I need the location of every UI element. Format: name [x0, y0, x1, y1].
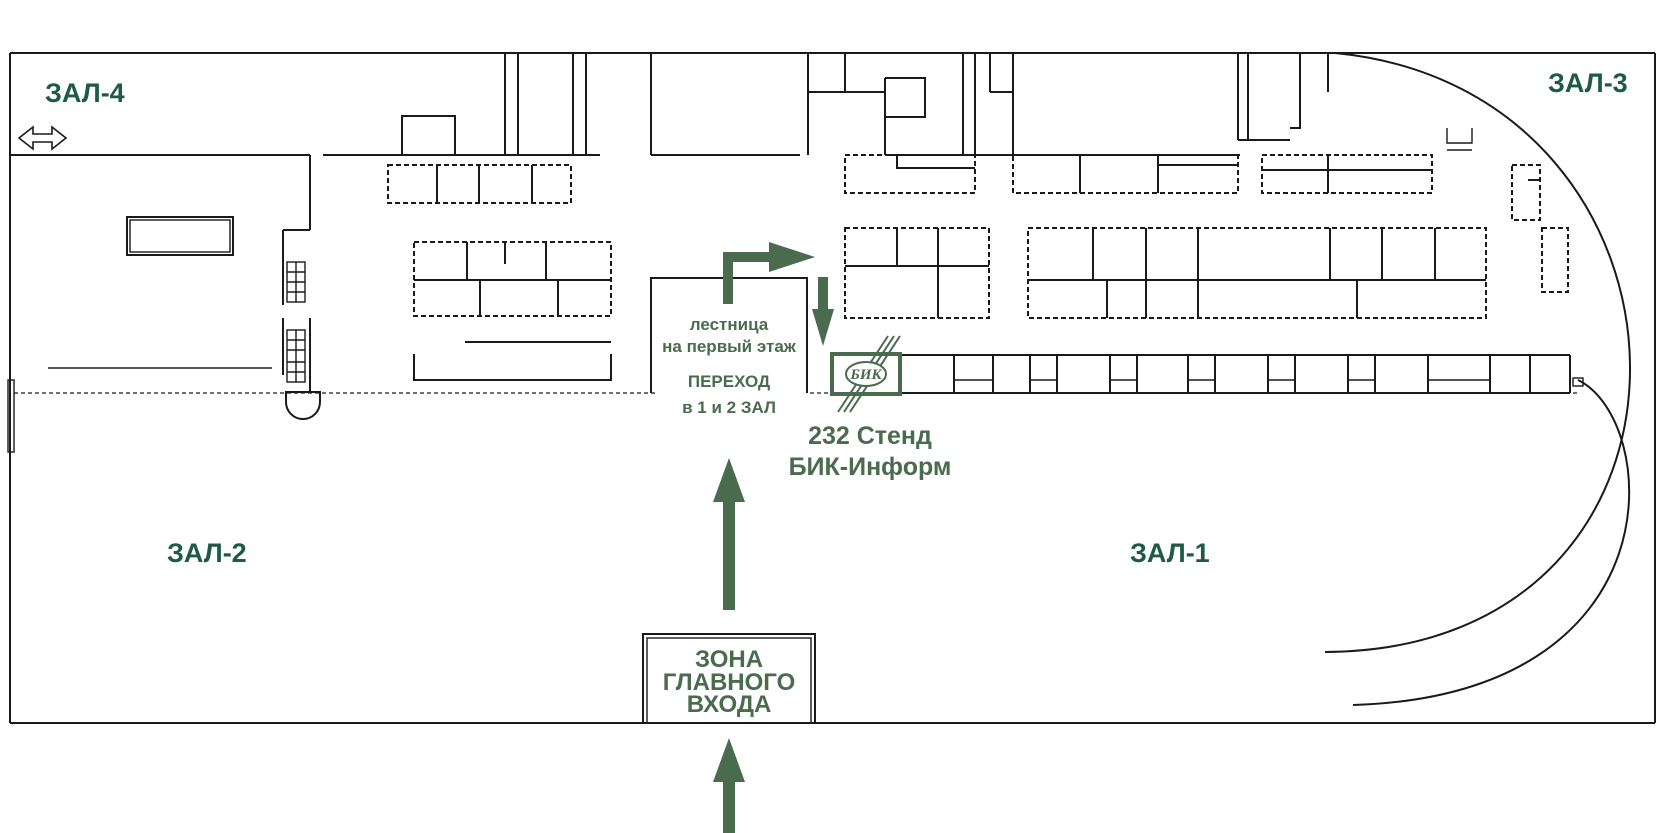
arrow-icon-to-stand: [812, 277, 834, 346]
double-arrow-icon: [17, 125, 68, 151]
stairs-label-line2: на первый этаж: [662, 337, 797, 356]
stair-grid-upper: [286, 261, 306, 303]
stair-grid-lower: [286, 329, 306, 383]
booth-block-2: [413, 241, 612, 317]
hall-4-label: ЗАЛ-4: [45, 78, 125, 108]
hall-1-label: ЗАЛ-1: [1130, 538, 1210, 568]
hall-3-curve: [1324, 52, 1631, 706]
booth-block-1: [387, 164, 572, 204]
stairs-label-line1: лестница: [690, 315, 769, 334]
booth-block-5: [1511, 164, 1569, 293]
passage-label-line1: ПЕРЕХОД: [688, 372, 770, 391]
hall-4-walls: [10, 154, 321, 420]
counter-base: [413, 354, 612, 381]
booth-row-top: [844, 128, 1473, 194]
booth-block-3: [844, 227, 990, 319]
booth-block-4: [1027, 227, 1487, 319]
entrance-label-line3: ВХОДА: [687, 691, 772, 718]
hall-3-label: ЗАЛ-3: [1548, 68, 1628, 98]
arrow-icon-stairs-turn: [723, 242, 815, 304]
arrow-icon-entry-up: [713, 458, 745, 610]
bik-logo-text: БИК: [849, 367, 882, 383]
bik-logo-icon: БИК: [830, 335, 902, 413]
building-outline: [7, 52, 1656, 724]
stand-number-label: 232 Стенд: [808, 422, 932, 450]
main-entrance-box: [642, 633, 816, 724]
hall-2-label: ЗАЛ-2: [167, 538, 247, 568]
arrow-icon-entry-bottom: [713, 738, 745, 833]
stand-company-label: БИК-Информ: [789, 453, 952, 481]
entrance-label-line1: ЗОНА: [695, 646, 763, 673]
booth-row-long: [900, 354, 1584, 394]
passage-label-line2: в 1 и 2 ЗАЛ: [682, 398, 776, 417]
entrance-label-line2: ГЛАВНОГО: [663, 669, 795, 696]
upper-rooms: [323, 53, 1329, 156]
